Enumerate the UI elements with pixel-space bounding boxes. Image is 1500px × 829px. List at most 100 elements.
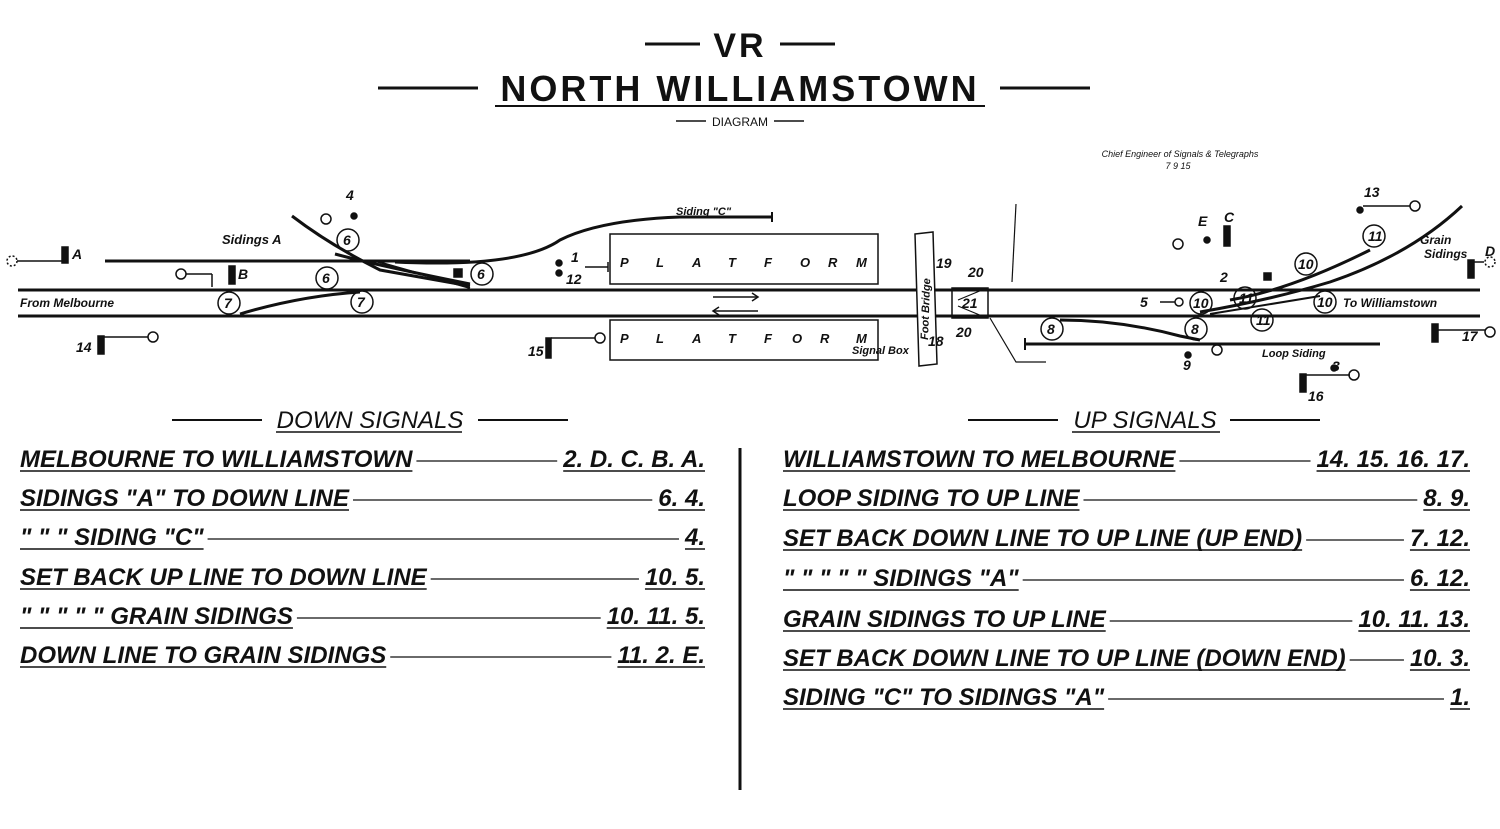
platform-letter: M [856, 255, 868, 270]
route-text: GRAIN SIDINGS TO UP LINE [783, 606, 1107, 633]
platform-letters-down: P L A T F O R M [620, 255, 868, 270]
route-text: SET BACK UP LINE TO DOWN LINE [20, 564, 428, 591]
signal-label: 21 [961, 295, 978, 311]
grain-siding-track [1199, 204, 1464, 314]
from-melbourne-label: From Melbourne [20, 296, 114, 310]
loop-siding-label: Loop Siding [1262, 348, 1326, 360]
platform-letter: P [620, 255, 629, 270]
sidings-a-branch [291, 214, 471, 288]
signal-box-label: Signal Box [852, 345, 910, 357]
platform-letter: A [691, 255, 701, 270]
signal-numbers: 2. D. C. B. A. [562, 446, 705, 473]
route-text: " " " " " GRAIN SIDINGS [20, 603, 293, 630]
signal-label: 6 [322, 270, 330, 286]
route-text: MELBOURNE TO WILLIAMSTOWN [20, 446, 413, 473]
signal-label: 12 [566, 271, 582, 287]
down-signals-table: MELBOURNE TO WILLIAMSTOWN 2. D. C. B. A.… [20, 446, 705, 669]
signal-label: 11 [1256, 312, 1271, 328]
signal-label: 7 [357, 294, 366, 310]
signals [6, 200, 1496, 393]
platform-letter: L [656, 331, 664, 346]
signal-numbers: 7. 12. [1410, 525, 1470, 552]
platform-letter: M [856, 331, 868, 346]
signal-label: 8 [1047, 321, 1055, 337]
signal-label: D [1485, 243, 1495, 259]
signal-label: C [1224, 209, 1235, 225]
signal-numbers: 10. 11. 5. [607, 603, 705, 630]
platform-letter: O [792, 331, 802, 346]
signal-label: 13 [1364, 184, 1380, 200]
platform-letter: A [691, 331, 701, 346]
signal-numbers: 4. [684, 524, 705, 551]
grain-sidings-label-1: Grain [1420, 233, 1451, 247]
signal-label: 3 [1332, 358, 1340, 374]
siding-c-track [394, 215, 772, 265]
route-text: " " " SIDING "C" [20, 524, 204, 551]
loop-connection [1059, 318, 1201, 342]
signal-label: 15 [528, 343, 544, 359]
route-text: WILLIAMSTOWN TO MELBOURNE [783, 446, 1176, 473]
signal-label: 9 [1183, 357, 1191, 373]
signal-label: 20 [955, 324, 972, 340]
crossover-7 [239, 290, 361, 316]
route-text: DOWN LINE TO GRAIN SIDINGS [20, 642, 386, 669]
signal-numbers: 10. 5. [645, 564, 705, 591]
signal-label: 6 [477, 266, 485, 282]
signal-numbers: 10. 11. 13. [1358, 606, 1470, 633]
signal-label: 4 [345, 187, 354, 203]
grain-sidings-label-2: Sidings [1424, 247, 1468, 261]
signal-numbers: 6. 4. [658, 485, 705, 512]
junction-box [951, 287, 989, 319]
signal-label: 10 [1317, 294, 1333, 310]
platform-letters-up: P L A T F O R M [620, 331, 868, 346]
route-text: SET BACK DOWN LINE TO UP LINE (DOWN END) [783, 645, 1346, 672]
signal-numbers: 8. 9. [1423, 485, 1470, 512]
signal-numbers: 1. [1450, 684, 1470, 711]
down-signals-heading: DOWN SIGNALS [172, 407, 568, 434]
to-williamstown-label: To Williamstown [1343, 296, 1437, 310]
signal-label: 6 [343, 232, 351, 248]
platform-letter: F [764, 331, 773, 346]
signal-label: 11 [1368, 228, 1383, 244]
signal-label: 8 [1191, 321, 1199, 337]
platform-letter: O [800, 255, 810, 270]
signal-label: 20 [967, 264, 984, 280]
up-signals-heading: UP SIGNALS [968, 407, 1320, 434]
track-diagram [6, 200, 1496, 393]
signal-label: 11 [1239, 290, 1254, 306]
signal-numbers: 14. 15. 16. 17. [1317, 446, 1470, 473]
signal-label: 19 [936, 255, 952, 271]
header: VR NORTH WILLIAMSTOWN DIAGRAM Chief Engi… [378, 27, 1259, 171]
up-signals-table: WILLIAMSTOWN TO MELBOURNE 14. 15. 16. 17… [783, 446, 1470, 711]
signal-label: 18 [928, 333, 944, 349]
approval-text: Chief Engineer of Signals & Telegraphs [1102, 149, 1259, 159]
signal-numbers: 6. 12. [1410, 565, 1470, 592]
signal-label: 1 [571, 249, 579, 265]
signal-label: E [1198, 213, 1208, 229]
platform-letter: P [620, 331, 629, 346]
signal-label: 2 [1219, 269, 1228, 285]
signal-label: A [71, 246, 82, 262]
approval-date: 7 9 15 [1165, 161, 1191, 171]
signal-label: B [238, 266, 248, 282]
down-signals-title: DOWN SIGNALS [277, 407, 464, 434]
platform-letter: F [764, 255, 773, 270]
down-platform [609, 233, 879, 285]
signal-label: 10 [1298, 256, 1314, 272]
siding-c-label: Siding "C" [676, 206, 732, 218]
foot-bridge [914, 231, 938, 367]
diagram-subtitle: DIAGRAM [712, 115, 768, 129]
up-platform [609, 319, 879, 361]
signal-numbers: 11. 2. E. [617, 642, 705, 669]
route-text: SIDING "C" TO SIDINGS "A" [783, 684, 1105, 711]
signal-label: 7 [224, 295, 233, 311]
route-text: SET BACK DOWN LINE TO UP LINE (UP END) [783, 525, 1302, 552]
platform-letter: R [820, 331, 830, 346]
route-text: " " " " " SIDINGS "A" [783, 565, 1019, 592]
signal-label: 10 [1193, 295, 1209, 311]
station-title: NORTH WILLIAMSTOWN [500, 68, 979, 109]
railway-title: VR [713, 27, 766, 65]
sidings-a-label: Sidings A [222, 232, 281, 247]
signal-numbers: 10. 3. [1410, 645, 1470, 672]
